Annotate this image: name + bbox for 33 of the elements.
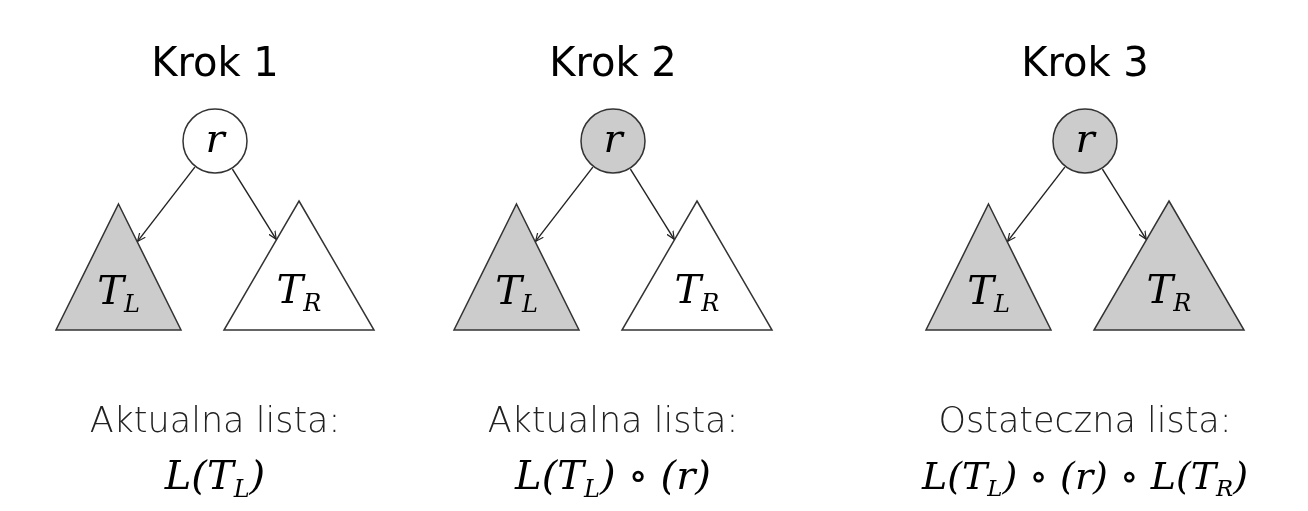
- math-symbol: r: [1075, 118, 1095, 158]
- arrow: [534, 166, 594, 243]
- math-symbol: T$_{L}$: [97, 270, 140, 316]
- math-symbol: T$_{R}$: [1146, 269, 1192, 315]
- circle-node: [182, 108, 248, 174]
- math-symbol: T$_{R}$: [276, 269, 322, 315]
- triangle-node: [453, 203, 580, 331]
- step-heading: Krok 3: [1021, 42, 1149, 82]
- triangle-node: [925, 203, 1052, 331]
- arrow: [1006, 166, 1066, 243]
- arrow: [231, 168, 277, 240]
- triangle-node: [1093, 200, 1245, 331]
- arrow: [1101, 168, 1147, 240]
- math-symbol: T$_{L}$: [967, 270, 1010, 316]
- triangle-node: [223, 200, 375, 331]
- list-formula: L(T$_{L}$): [164, 455, 266, 501]
- triangle-node: [621, 200, 773, 331]
- arrow: [136, 166, 196, 243]
- circle-node: [580, 108, 646, 174]
- step-heading: Krok 2: [549, 42, 677, 82]
- circle-node: [1052, 108, 1118, 174]
- arrow: [629, 168, 675, 240]
- list-formula: L(T$_{L}$) ∘ (r) ∘ L(T$_{R}$): [921, 456, 1249, 500]
- math-symbol: r: [603, 118, 623, 158]
- step-heading: Krok 1: [151, 42, 279, 82]
- list-caption: Aktualna lista:: [89, 402, 341, 438]
- math-symbol: T$_{L}$: [495, 270, 538, 316]
- math-symbol: T$_{R}$: [674, 269, 720, 315]
- triangle-node: [55, 203, 182, 331]
- list-formula: L(T$_{L}$) ∘ (r): [515, 455, 711, 501]
- list-caption: Aktualna lista:: [487, 402, 739, 438]
- list-caption: Ostateczna lista:: [938, 402, 1232, 438]
- math-symbol: r: [205, 118, 225, 158]
